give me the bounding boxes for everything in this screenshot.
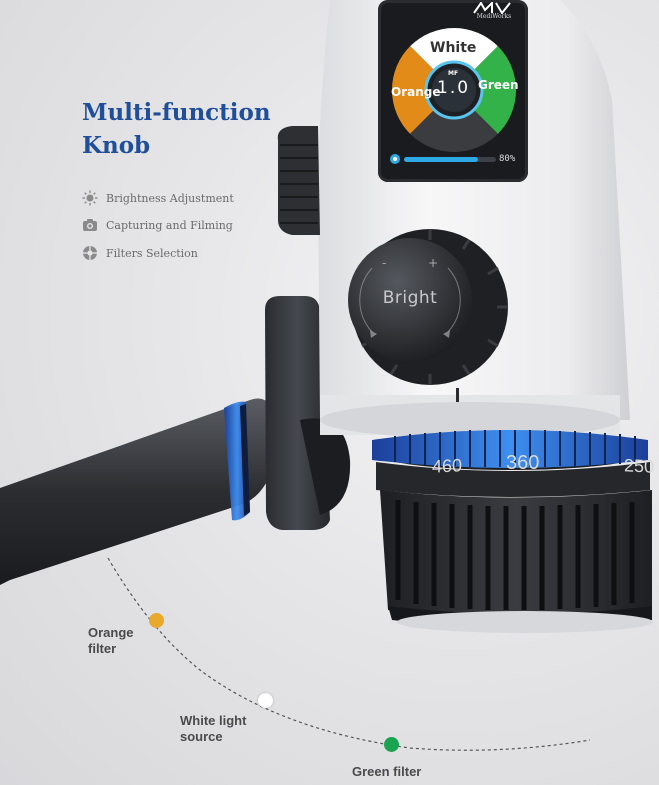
green-filter-label: Green filter [352, 764, 422, 779]
wheel-label-green: Green [478, 78, 519, 92]
filter-icon [83, 246, 97, 260]
orange-filter-dot [149, 613, 164, 628]
white-light-dot [258, 693, 273, 708]
brightness-fill [404, 157, 478, 162]
feature-label: Brightness Adjustment [106, 191, 234, 205]
wheel-label-orange: Orange [391, 85, 441, 99]
wheel-label-white: White [430, 40, 477, 56]
brightness-icon [82, 190, 98, 206]
feature-label: Capturing and Filming [106, 218, 233, 232]
scale-label-left: 460 [432, 455, 463, 477]
scale-label-center: 360 [506, 452, 540, 474]
camera-icon [83, 219, 97, 231]
feature-label: Filters Selection [106, 246, 198, 260]
feature-capture: Capturing and Filming [82, 215, 233, 235]
knob-plus: + [428, 256, 439, 270]
headline-line-2: Knob [82, 132, 151, 159]
headline-line-1: Multi-function [82, 99, 271, 126]
brightness-value: 80% [499, 154, 516, 164]
magnification-tag: MF [448, 70, 459, 77]
knob-label: Bright [382, 288, 438, 308]
filter-wheel [392, 28, 516, 152]
brand-name: MediWorks [476, 13, 512, 20]
orange-filter-label: Orange filter [88, 625, 134, 656]
white-light-label: White light source [180, 713, 247, 744]
magnification-value: 1.0 [437, 78, 471, 98]
scale-label-right: 250 [624, 455, 655, 477]
knob-minus: - [382, 256, 387, 270]
brightness-icon [390, 154, 400, 164]
page-headline: Multi-function Knob [82, 96, 322, 162]
green-filter-dot [384, 737, 399, 752]
feature-brightness: Brightness Adjustment [82, 188, 234, 208]
feature-filters: Filters Selection [82, 243, 198, 263]
mediworks-logo [473, 2, 511, 14]
